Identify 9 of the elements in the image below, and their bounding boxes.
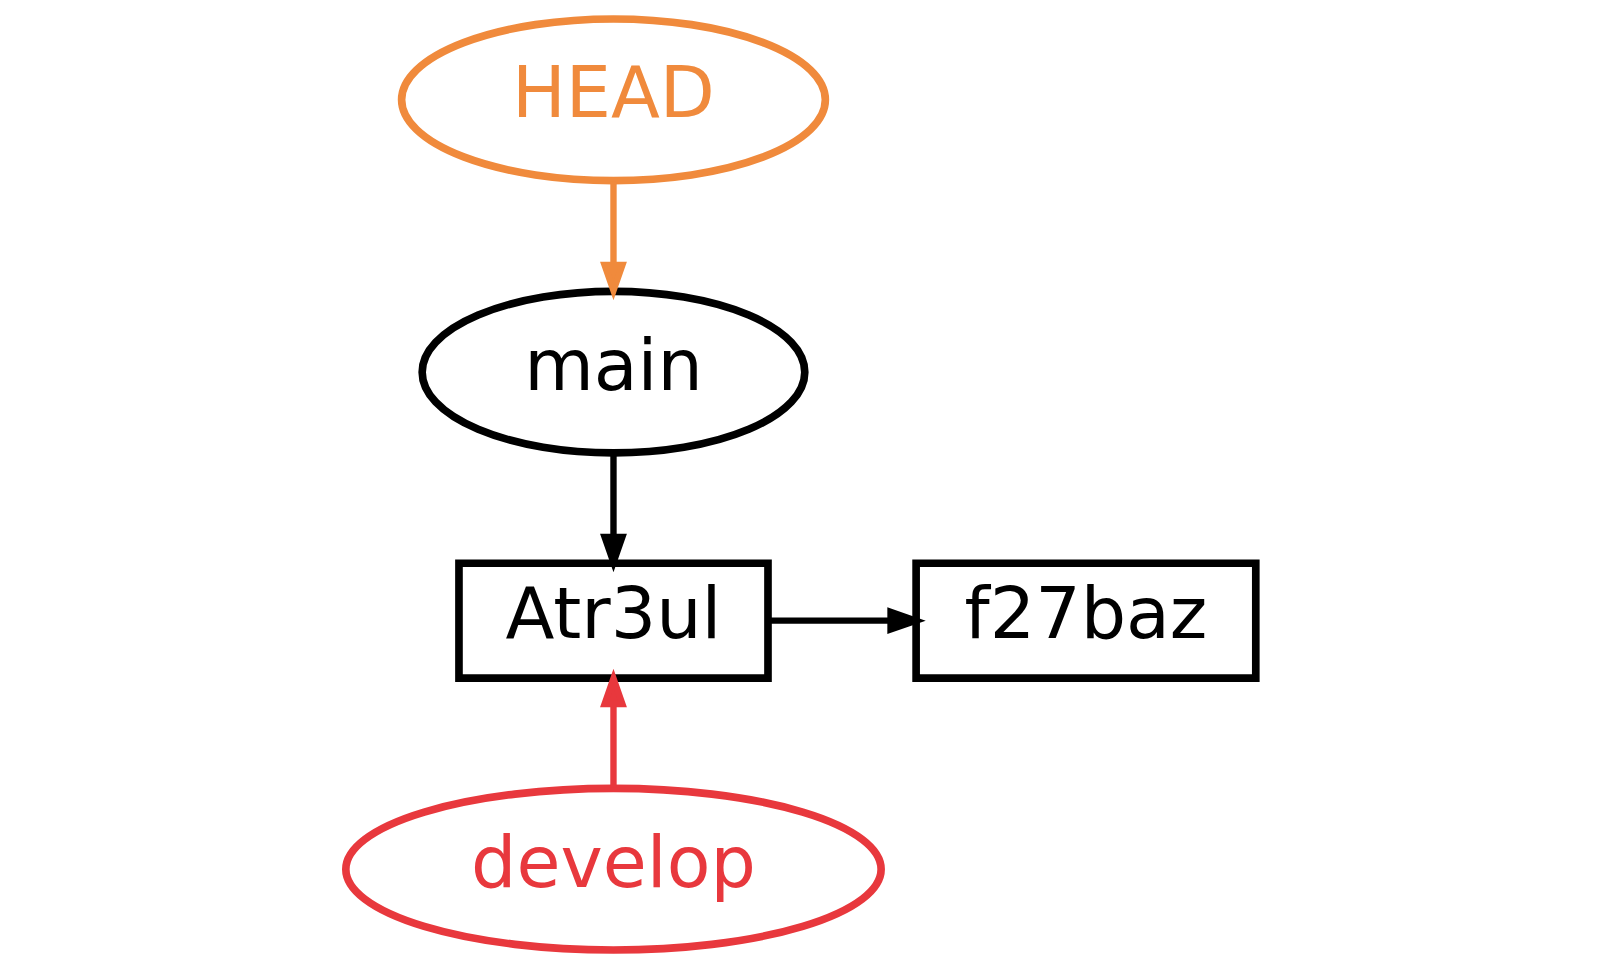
node-ellipse: HEAD — [397, 15, 830, 185]
arrow — [600, 453, 627, 573]
node-box: Atr3ul — [455, 559, 772, 682]
node-ellipse: develop — [342, 784, 885, 954]
node-ellipse: main — [418, 287, 809, 457]
arrow — [600, 668, 627, 788]
arrow — [600, 181, 627, 301]
node-box: f27baz — [912, 559, 1260, 682]
arrow — [768, 607, 926, 635]
